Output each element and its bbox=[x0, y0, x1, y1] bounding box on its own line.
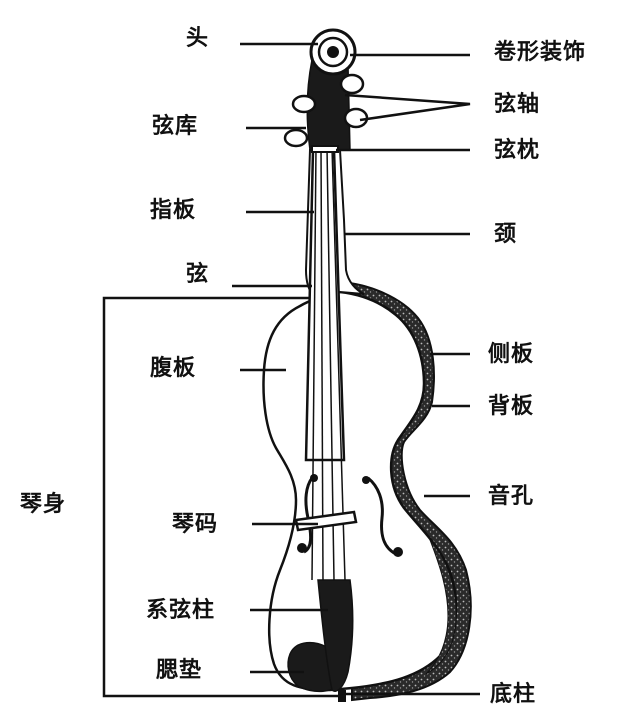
nut bbox=[311, 145, 339, 153]
bridge bbox=[294, 510, 358, 532]
label-belly: 腹板 bbox=[150, 356, 197, 381]
label-body: 琴身 bbox=[20, 492, 67, 517]
pegs bbox=[283, 73, 369, 148]
tailpiece bbox=[317, 579, 354, 692]
leader-lines bbox=[102, 42, 480, 698]
scroll bbox=[309, 28, 357, 76]
label-tailpiece: 系弦柱 bbox=[146, 598, 216, 623]
right-f-hole bbox=[367, 476, 397, 556]
label-strings: 弦 bbox=[186, 262, 210, 287]
left-f-hole-bottom bbox=[297, 543, 307, 553]
label-bridge: 琴码 bbox=[172, 512, 219, 537]
label-ribs: 侧板 bbox=[488, 342, 535, 367]
label-head: 头 bbox=[186, 26, 210, 51]
label-back: 背板 bbox=[488, 394, 535, 419]
label-fingerboard: 指板 bbox=[150, 198, 197, 223]
label-pegbox: 弦库 bbox=[152, 114, 199, 139]
lower-bout-shade bbox=[425, 539, 457, 675]
right-f-hole-top bbox=[362, 476, 370, 484]
label-endpin: 底柱 bbox=[490, 682, 537, 707]
label-scroll: 卷形装饰 bbox=[494, 40, 587, 65]
left-f-hole-top bbox=[310, 474, 318, 482]
label-chinrest: 腮垫 bbox=[156, 658, 203, 683]
label-nut: 弦枕 bbox=[494, 138, 541, 163]
label-pegs: 弦轴 bbox=[494, 92, 541, 117]
label-f-hole: 音孔 bbox=[488, 484, 535, 509]
label-neck: 颈 bbox=[494, 222, 518, 247]
strings bbox=[311, 147, 346, 581]
right-f-hole-bottom bbox=[393, 547, 403, 557]
